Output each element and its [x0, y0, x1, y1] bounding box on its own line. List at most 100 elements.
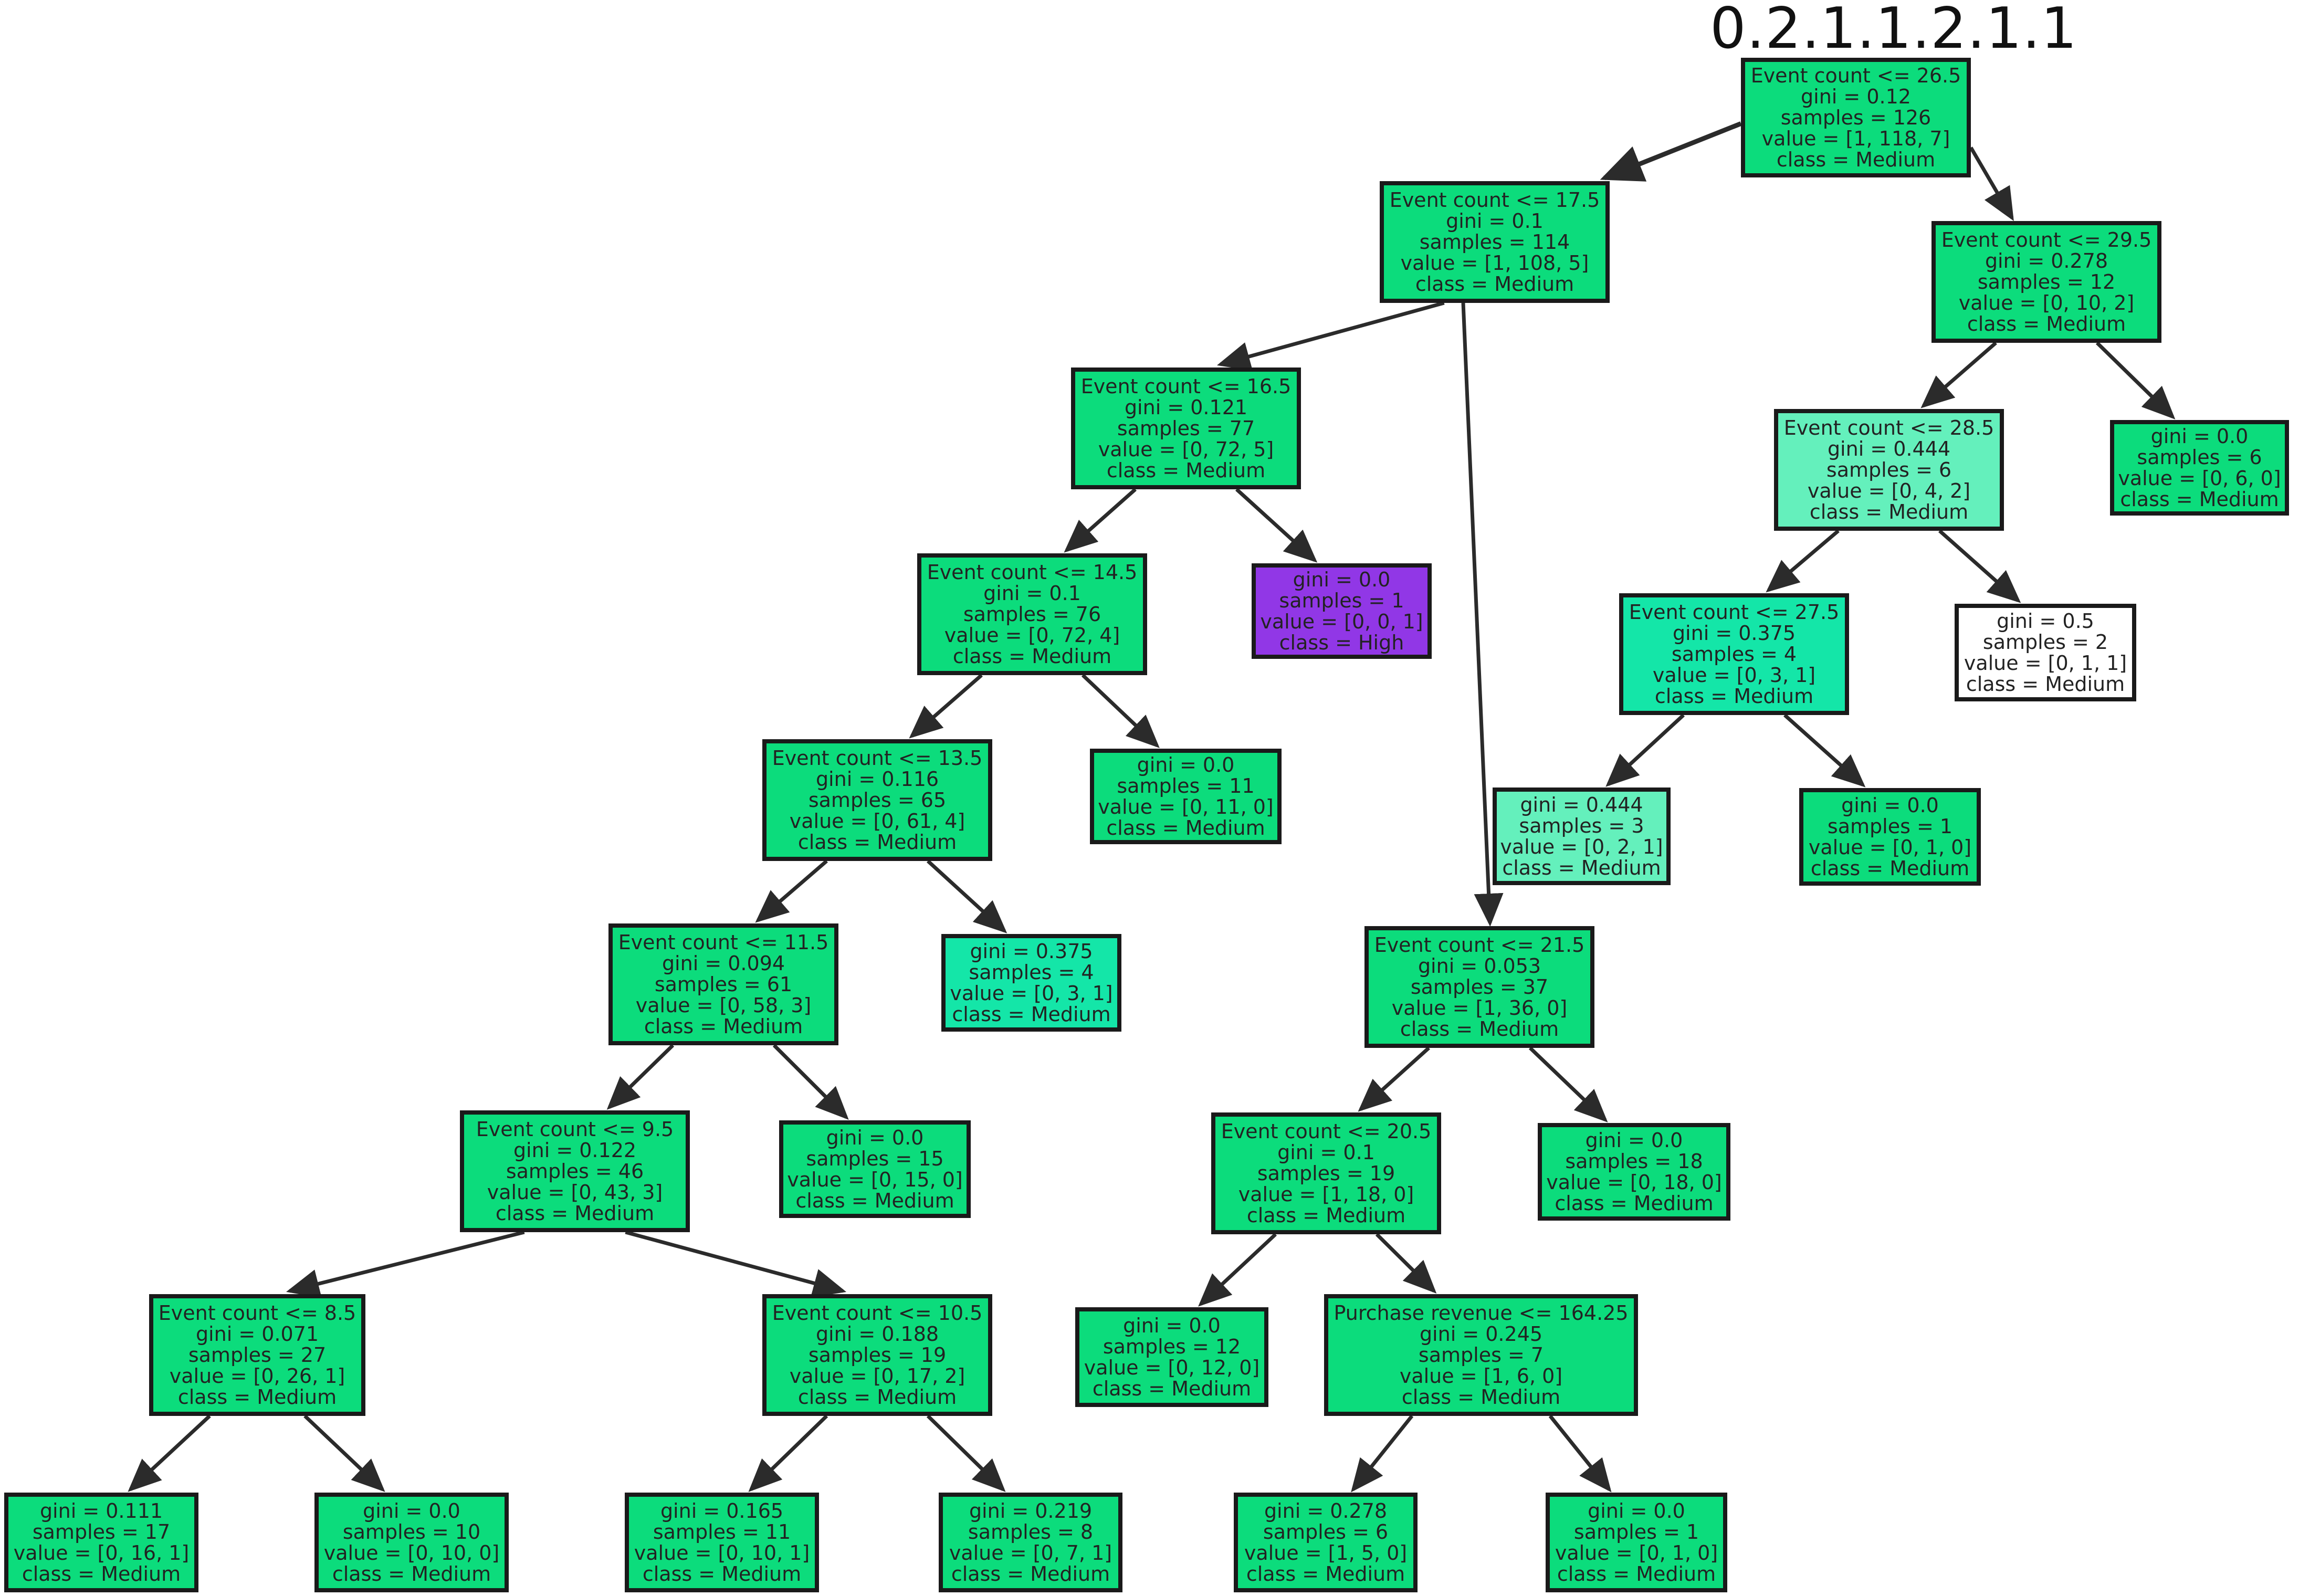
node-text-line: gini = 0.0 [2150, 425, 2249, 448]
node-text-line: value = [1, 36, 0] [1391, 996, 1568, 1020]
node-text-line: samples = 11 [1117, 774, 1255, 797]
node-text-line: Event count <= 14.5 [927, 561, 1138, 584]
node-text-line: gini = 0.0 [1123, 1314, 1221, 1337]
node-text-line: value = [0, 1, 1] [1964, 652, 2127, 675]
node-text-line: class = Medium [952, 645, 1112, 668]
tree-edge [1969, 146, 2014, 222]
node-text-line: value = [0, 4, 2] [1807, 479, 1971, 502]
tree-edge [1235, 488, 1318, 563]
node-text-line: gini = 0.375 [970, 940, 1093, 963]
node-text-line: samples = 3 [1519, 814, 1644, 837]
node-text-line: samples = 27 [188, 1343, 327, 1367]
node-text-line: samples = 12 [1977, 270, 2116, 293]
node-text-line: Event count <= 17.5 [1389, 188, 1600, 212]
node-text-line: class = Medium [644, 1015, 803, 1038]
node-text-line: class = Medium [1502, 856, 1661, 879]
tree-edge [1358, 1046, 1430, 1112]
tree-edge [303, 1414, 385, 1492]
node-text-line: class = High [1279, 631, 1404, 654]
node-text-line: class = Medium [1401, 1385, 1561, 1409]
node-text-line: value = [0, 43, 3] [487, 1181, 663, 1204]
tree-edge [1938, 529, 2021, 603]
tree-edge [927, 859, 1007, 933]
node-text-line: value = [0, 26, 1] [169, 1364, 345, 1388]
tree-edge [755, 859, 828, 923]
node-text-line: value = [1, 18, 0] [1238, 1183, 1414, 1206]
node-text-line: value = [0, 10, 1] [634, 1541, 810, 1564]
tree-edge [1783, 713, 1866, 788]
node-text-line: Event count <= 26.5 [1750, 64, 1961, 87]
node-text-line: class = Medium [1106, 816, 1265, 839]
node-text-line: class = Medium [177, 1385, 337, 1409]
node-text-line: Purchase revenue <= 164.25 [1334, 1301, 1629, 1325]
tree-edge [1198, 1233, 1277, 1307]
node-text-line: class = Medium [1400, 1017, 1559, 1041]
node-text-line: samples = 6 [2137, 446, 2262, 469]
node-text-line: value = [0, 15, 0] [787, 1168, 963, 1191]
node-text-line: value = [1, 108, 5] [1400, 251, 1589, 275]
node-text-line: Event count <= 27.5 [1629, 601, 1840, 624]
node-text-line: gini = 0.0 [363, 1499, 460, 1522]
node-text-line: Event count <= 10.5 [772, 1301, 983, 1325]
node-text-line: value = [0, 12, 0] [1084, 1356, 1260, 1379]
node-text-line: Event count <= 11.5 [618, 931, 829, 954]
tree-edge [1600, 121, 1742, 182]
node-text-line: class = Medium [1557, 1562, 1716, 1586]
node-text-line: value = [0, 18, 0] [1546, 1171, 1722, 1194]
node-text-line: samples = 18 [1565, 1150, 1703, 1173]
node-text-line: gini = 0.116 [815, 768, 939, 791]
node-text-line: gini = 0.5 [1997, 610, 2094, 633]
node-text-line: samples = 15 [806, 1147, 944, 1170]
node-text-line: samples = 17 [32, 1520, 171, 1544]
node-text-line: class = Medium [332, 1562, 491, 1586]
node-text-line: value = [0, 1, 0] [1555, 1541, 1718, 1564]
node-text-line: samples = 61 [654, 973, 793, 996]
tree-edge [286, 1230, 525, 1298]
node-text-line: gini = 0.278 [1985, 249, 2108, 272]
node-text-line: value = [0, 72, 4] [944, 624, 1120, 647]
node-text-line: gini = 0.122 [513, 1139, 637, 1162]
node-text-line: gini = 0.0 [1293, 568, 1391, 591]
tree-edge [2095, 341, 2176, 419]
node-text-line: gini = 0.245 [1419, 1322, 1543, 1346]
node-text-line: Event count <= 9.5 [476, 1118, 674, 1141]
tree-edge [909, 674, 983, 739]
node-text-line: samples = 1 [1279, 589, 1404, 612]
node-text-line: Event count <= 13.5 [772, 747, 983, 770]
tree-edge [1605, 713, 1685, 787]
node-text-line: class = Medium [1966, 673, 2125, 696]
node-text-line: value = [0, 61, 4] [789, 810, 965, 833]
node-text-line: Event count <= 16.5 [1080, 375, 1292, 398]
node-text-line: gini = 0.278 [1264, 1499, 1388, 1522]
node-text-line: class = Medium [1106, 459, 1266, 482]
tree-edge [1064, 488, 1137, 553]
tree-edge [926, 1414, 1006, 1492]
node-text-line: gini = 0.219 [969, 1499, 1093, 1522]
node-text-line: samples = 19 [808, 1343, 947, 1367]
node-text-line: gini = 0.0 [1585, 1129, 1683, 1152]
node-text-line: gini = 0.0 [826, 1126, 924, 1149]
node-text-line: samples = 46 [506, 1160, 644, 1183]
node-text-line: value = [0, 10, 0] [323, 1541, 500, 1564]
node-text-line: value = [0, 10, 2] [1958, 291, 2135, 314]
tree-edge [128, 1414, 211, 1492]
node-text-line: Event count <= 20.5 [1221, 1120, 1432, 1143]
tree-edge [1528, 1046, 1608, 1122]
